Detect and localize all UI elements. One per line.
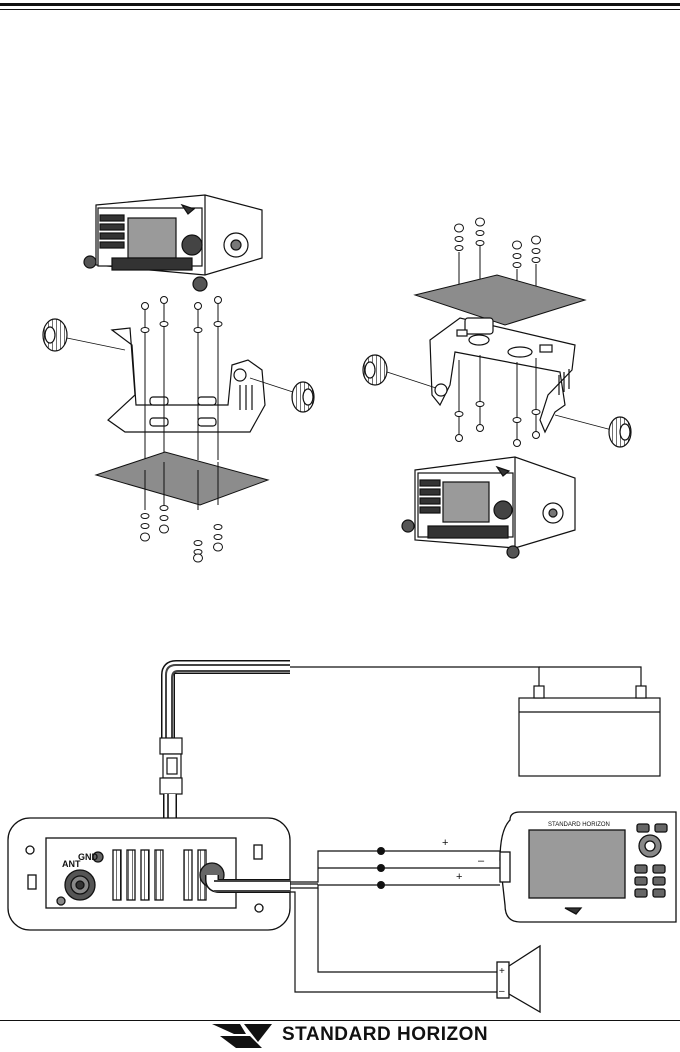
right-mount-plate	[415, 275, 585, 325]
nmea-wires	[290, 851, 500, 888]
right-lower-screws	[455, 355, 540, 447]
speaker-minus-label: –	[499, 986, 505, 997]
footer-brand: STANDARD HORIZON	[210, 1018, 488, 1052]
left-radio-unit	[84, 195, 262, 291]
speaker-plus-label: +	[499, 966, 505, 977]
right-mount-illustration	[363, 218, 631, 558]
left-bracket	[108, 328, 265, 460]
brand-logo-icon	[210, 1020, 274, 1050]
speaker	[497, 946, 540, 1012]
right-bracket	[430, 318, 575, 432]
footer-brand-name: STANDARD HORIZON	[282, 1024, 488, 1046]
chart-plotter	[500, 812, 676, 922]
ant-label: ANT	[62, 859, 81, 869]
wiring-diagram: GND ANT + – +	[8, 665, 676, 1012]
right-knob-left	[363, 355, 436, 388]
left-knob-left	[43, 319, 125, 351]
left-lower-nuts	[141, 506, 223, 563]
wire-junction-dots	[377, 847, 385, 889]
plotter-brand-label: STANDARD HORIZON	[548, 822, 610, 828]
battery	[519, 686, 660, 776]
gnd-label: GND	[78, 852, 99, 862]
speaker-wires	[290, 888, 497, 992]
right-knob-right	[555, 415, 631, 447]
left-mount-illustration	[43, 195, 314, 562]
wire-label-minus-1: –	[478, 855, 485, 867]
wire-label-plus-2: +	[456, 871, 462, 883]
radio-rear-panel	[8, 818, 290, 930]
fuse-holder	[160, 738, 182, 794]
wire-label-plus-1: +	[442, 837, 448, 849]
left-mount-plate	[96, 452, 268, 505]
power-cable	[166, 665, 290, 738]
left-upper-screws	[141, 297, 222, 341]
right-radio-unit	[402, 457, 575, 558]
